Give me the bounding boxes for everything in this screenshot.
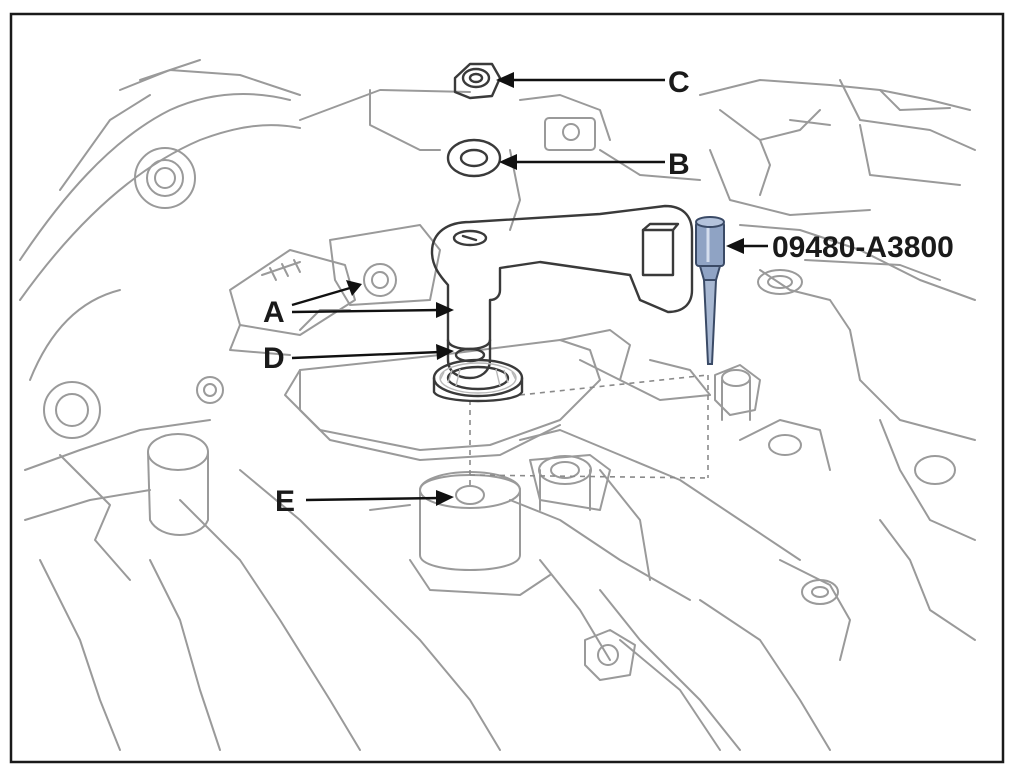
callout-b: B: [668, 148, 690, 181]
callout-labels: C B 09480-A3800 A D E: [263, 66, 954, 518]
callout-tool: 09480-A3800: [772, 231, 954, 264]
washer-part-b: [446, 138, 502, 178]
alignment-dashes: [469, 374, 709, 488]
callout-d: D: [263, 342, 285, 375]
special-tool-icon: [695, 216, 725, 365]
callout-c: C: [668, 66, 690, 99]
nut-part-c: [453, 62, 502, 100]
callout-a: A: [263, 296, 285, 329]
callout-e: E: [275, 485, 295, 518]
bushing-part-d: [432, 358, 524, 403]
leader-lines: [291, 72, 768, 506]
housing-line-art: [19, 59, 976, 751]
